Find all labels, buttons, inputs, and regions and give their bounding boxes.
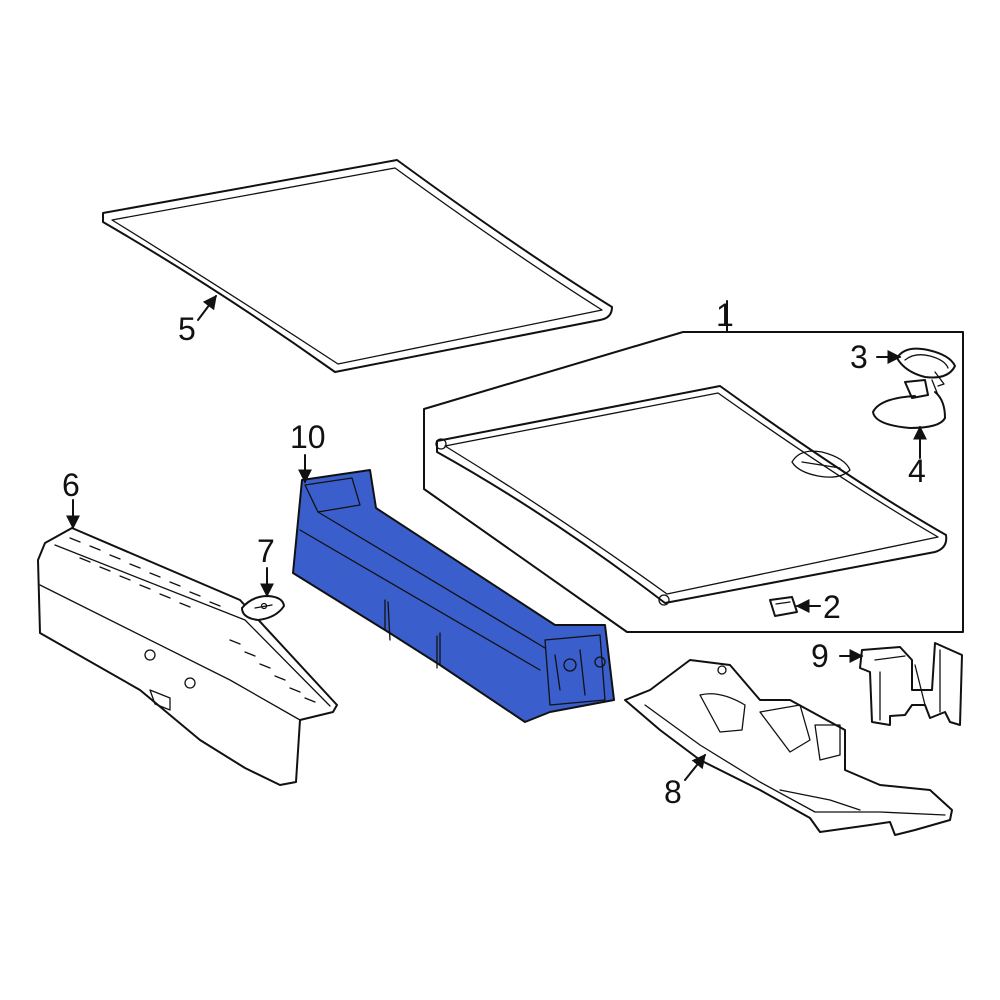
- cargo-cover[interactable]: [435, 385, 948, 606]
- part-7-grommet[interactable]: [241, 595, 285, 621]
- callout-5: 5: [178, 311, 196, 347]
- callout-labels: 1 2 3 4 5 6 7 8 9 10: [62, 297, 926, 810]
- part-1-group-box: [423, 300, 964, 633]
- part-3-handle[interactable]: [896, 347, 956, 387]
- callout-2: 2: [823, 589, 841, 625]
- part-2-clip[interactable]: [769, 596, 798, 617]
- part-8-tray[interactable]: [624, 659, 953, 836]
- callout-9: 9: [811, 638, 829, 674]
- callout-8: 8: [664, 774, 682, 810]
- part-9-bracket[interactable]: [859, 642, 963, 726]
- callout-3: 3: [850, 339, 868, 375]
- callout-4: 4: [908, 453, 926, 489]
- part-6-trim-panel[interactable]: [37, 527, 338, 786]
- callout-10: 10: [290, 419, 326, 455]
- part-4-cable[interactable]: [872, 379, 946, 429]
- part-5-panel[interactable]: [102, 159, 613, 373]
- leader-lines: [66, 294, 927, 781]
- callout-1: 1: [716, 297, 734, 333]
- callout-7: 7: [257, 533, 275, 569]
- callout-6: 6: [62, 467, 80, 503]
- part-10-storage-bin[interactable]: [292, 469, 615, 723]
